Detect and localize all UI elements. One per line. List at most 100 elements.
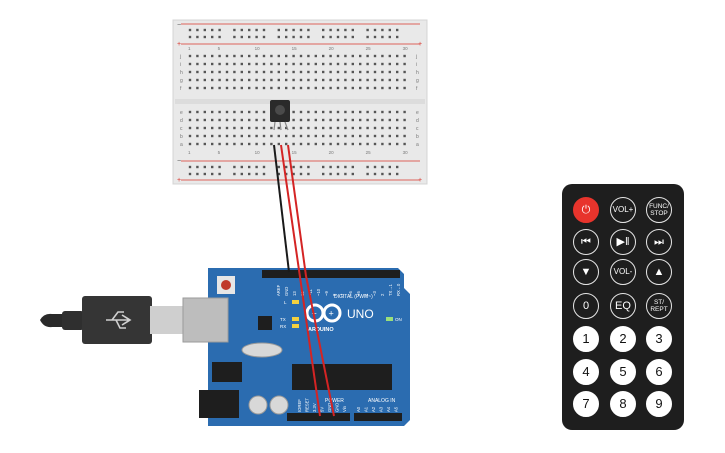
analog-pin-label: A0 — [356, 406, 361, 412]
zero-button[interactable]: 0 — [573, 293, 599, 319]
vol-down-button[interactable]: VOL- — [610, 259, 636, 285]
arduino-uno-board[interactable]: − + ARDUINO UNO DIGITAL (PWM~) POWER ANA… — [182, 268, 410, 426]
terminal-hole — [359, 110, 362, 114]
terminal-hole — [255, 118, 258, 122]
ir-receiver[interactable] — [270, 100, 290, 131]
terminal-hole — [344, 86, 347, 90]
terminal-hole — [336, 126, 340, 130]
nine-button[interactable]: 9 — [646, 391, 672, 417]
terminal-hole — [262, 70, 266, 74]
column-number: 30 — [403, 46, 409, 51]
terminal-hole — [336, 110, 340, 114]
terminal-hole — [255, 134, 258, 138]
rail-hole — [203, 165, 206, 169]
up-button[interactable]: ▲ — [646, 259, 672, 285]
terminal-hole — [307, 110, 310, 114]
terminal-hole — [373, 70, 377, 74]
wire-red-2 — [287, 144, 335, 417]
terminal-hole — [233, 126, 236, 130]
st-rept-button[interactable]: ST/ REPT — [646, 293, 672, 319]
terminal-hole — [307, 134, 310, 138]
func-stop-button[interactable]: FUNC/ STOP — [646, 197, 672, 223]
rail-hole — [329, 172, 332, 176]
terminal-hole — [322, 70, 325, 74]
terminal-hole — [373, 126, 377, 130]
eq-button[interactable]: EQ — [610, 293, 636, 319]
rail-hole — [381, 165, 384, 169]
remote-button-label: ⏻ — [581, 204, 591, 216]
eight-button[interactable]: 8 — [610, 391, 636, 417]
five-button[interactable]: 5 — [610, 359, 636, 385]
remote-button-label: ▶‖ — [616, 236, 630, 248]
column-number: 5 — [218, 150, 221, 155]
terminal-hole — [233, 110, 236, 114]
one-button[interactable]: 1 — [573, 326, 599, 352]
terminal-hole — [255, 126, 258, 130]
terminal-hole — [373, 134, 377, 138]
rx-label: RX — [280, 324, 286, 329]
terminal-hole — [381, 118, 384, 122]
top-pin-label: ~10 — [316, 288, 321, 296]
terminal-hole — [262, 78, 266, 82]
four-button[interactable]: 4 — [573, 359, 599, 385]
next-button[interactable]: ⏭ — [646, 229, 672, 255]
terminal-hole — [292, 118, 295, 122]
rail-hole — [322, 35, 325, 39]
terminal-hole — [359, 118, 362, 122]
terminal-hole — [403, 110, 406, 114]
terminal-hole — [270, 54, 273, 58]
terminal-hole — [285, 62, 288, 66]
top-pin-label: GND — [284, 287, 289, 296]
rail-hole — [373, 172, 377, 176]
six-button[interactable]: 6 — [646, 359, 672, 385]
terminal-hole — [344, 142, 347, 146]
down-button[interactable]: ▼ — [573, 259, 599, 285]
terminal-hole — [396, 78, 399, 82]
rail-hole — [240, 172, 243, 176]
terminal-hole — [307, 70, 310, 74]
column-number: 5 — [218, 46, 221, 51]
ir-receiver-leg-3 — [284, 121, 289, 131]
rail-hole — [388, 28, 391, 32]
small-chip — [258, 316, 272, 330]
terminal-hole — [366, 62, 369, 66]
terminal-hole — [292, 142, 295, 146]
rail-hole — [196, 172, 199, 176]
rail-hole — [285, 165, 288, 169]
terminal-hole — [285, 54, 288, 58]
terminal-hole — [285, 70, 288, 74]
led-l — [292, 300, 299, 304]
arduino-logo-plus: + — [329, 309, 334, 319]
power-label: POWER — [325, 398, 344, 404]
prev-button[interactable]: ⏮ — [573, 229, 599, 255]
three-button[interactable]: 3 — [646, 326, 672, 352]
terminal-hole — [359, 86, 362, 90]
rail-hole — [240, 165, 243, 169]
play-pause-button[interactable]: ▶‖ — [610, 229, 636, 255]
terminal-hole — [285, 142, 288, 146]
terminal-hole — [211, 110, 214, 114]
seven-button[interactable]: 7 — [573, 391, 599, 417]
terminal-hole — [388, 86, 391, 90]
terminal-hole — [396, 142, 399, 146]
top-pin-label: TX→1 — [388, 283, 393, 296]
power-button[interactable]: ⏻ — [573, 197, 599, 223]
terminal-hole — [403, 126, 406, 130]
terminal-hole — [396, 86, 399, 90]
vol-up-button[interactable]: VOL+ — [610, 197, 636, 223]
rail-hole — [233, 35, 236, 39]
terminal-hole — [359, 142, 362, 146]
terminal-hole — [292, 78, 295, 82]
two-button[interactable]: 2 — [610, 326, 636, 352]
terminal-hole — [307, 86, 310, 90]
terminal-hole — [248, 134, 251, 138]
terminal-hole — [329, 126, 332, 130]
terminal-hole — [299, 86, 303, 90]
remote-button-label: EQ — [615, 300, 631, 312]
terminal-hole — [396, 54, 399, 58]
rail-hole — [196, 35, 199, 39]
rail-hole — [233, 165, 236, 169]
